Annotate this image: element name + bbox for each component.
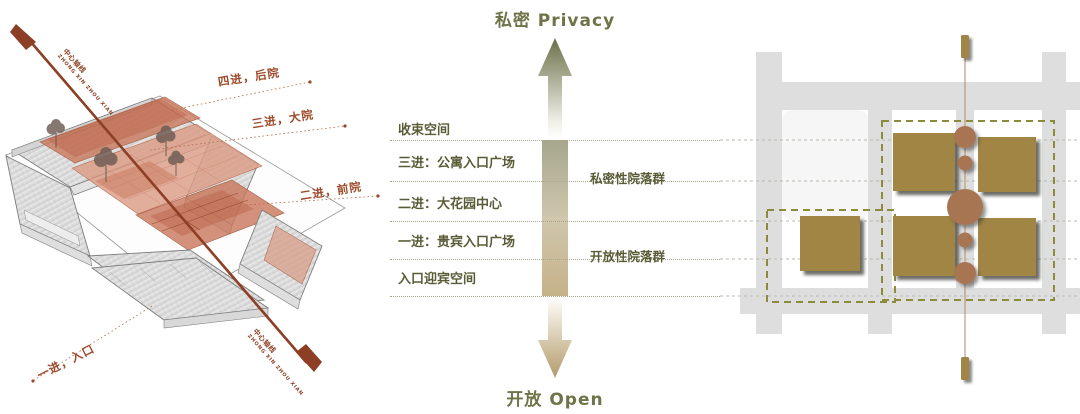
court-4-rear [39, 96, 201, 164]
roof-south [86, 249, 270, 329]
bidirectional-gradient-arrow [538, 38, 572, 378]
court-2-front [135, 179, 285, 251]
arrow-down-open [538, 296, 572, 378]
center-panel-gradient: 私密 Privacy 开放 Open [390, 0, 720, 414]
gate-markers [961, 35, 969, 380]
caption-open: 开放 Open [506, 390, 604, 410]
label-leader-lines [33, 81, 379, 381]
caption-privacy: 私密 Privacy [494, 11, 616, 31]
urban-site-plan [720, 35, 1080, 380]
level-label-3: 二进：大花园中心 [398, 197, 503, 212]
building-blocks [800, 133, 1036, 276]
group-label-open: 开放性院落群 [590, 249, 666, 264]
courtyard-model [5, 24, 380, 383]
node-north-outer [954, 126, 976, 148]
courtyard-nodes [947, 126, 983, 284]
divider-1 [390, 140, 720, 141]
left-panel-axonometric: 四进，后院 三进，大院 二进，前院 一进，入口 中心轴线 ZHONG XIN Z… [0, 0, 390, 414]
level-label-4: 三进：公寓入口广场 [398, 156, 516, 171]
court-3-main [71, 123, 263, 215]
east-annex [237, 209, 323, 310]
courtyard-axonometric-drawing [5, 24, 380, 383]
block-sw [893, 216, 955, 276]
block-se [978, 218, 1036, 276]
node-center-main [947, 189, 983, 225]
gradient-band [542, 140, 568, 296]
group-label-private: 私密性院落群 [590, 171, 666, 186]
right-panel-site-plan [720, 0, 1080, 414]
divider-5 [390, 296, 720, 297]
level-label-2: 一进：贵宾入口广场 [398, 235, 516, 250]
divider-3 [390, 221, 720, 222]
leader-endpoint-dots [31, 80, 380, 383]
node-south-inner [957, 232, 973, 248]
node-south-outer [954, 262, 976, 284]
divider-2 [390, 181, 720, 182]
courtyard-trees [46, 119, 185, 182]
divider-4 [390, 259, 720, 260]
block-ne [978, 137, 1036, 192]
gate-north-icon [961, 35, 969, 58]
block-west-outer [800, 216, 860, 271]
node-north-inner [957, 155, 973, 171]
central-axis-arrow [10, 24, 322, 372]
level-label-1: 入口迎宾空间 [398, 272, 477, 287]
gate-south-icon [961, 357, 969, 380]
level-label-5: 收束空间 [398, 123, 451, 138]
arrow-up-privacy [538, 38, 572, 140]
block-nw [893, 133, 955, 191]
